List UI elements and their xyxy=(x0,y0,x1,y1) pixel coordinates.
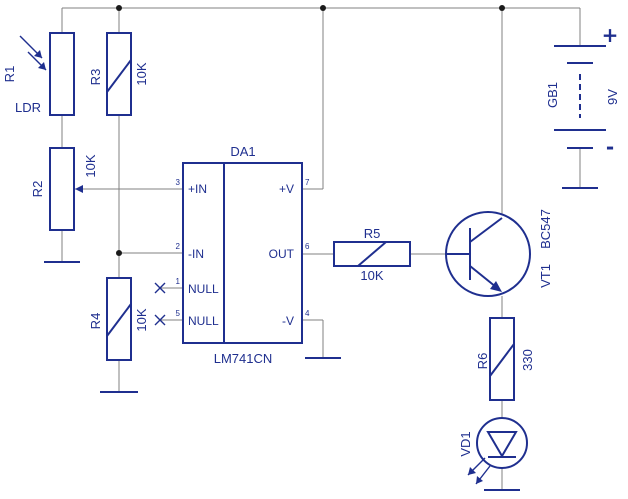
junction-dot xyxy=(116,250,122,256)
light-arrow-head-icon xyxy=(34,50,42,58)
opamp-ref-label: DA1 xyxy=(230,144,255,159)
resistor-r6: R6 330 xyxy=(475,317,535,401)
r3-value-label: 10K xyxy=(134,62,149,85)
led-vd1: VD1 xyxy=(458,417,528,491)
pin-number: 7 xyxy=(305,178,310,187)
r4-slash xyxy=(106,303,132,337)
transistor-part-label: BC547 xyxy=(538,209,553,249)
r1-body xyxy=(49,32,75,116)
pin-name-vminus: -V xyxy=(282,314,294,328)
junctions xyxy=(116,5,505,256)
wires xyxy=(61,7,581,490)
resistor-r4: R4 10K xyxy=(88,277,149,393)
r2-body xyxy=(49,147,75,231)
pin-number: 6 xyxy=(305,242,310,251)
opamp-da1: DA1 LM741CN 3 +IN 2 -IN 1 NULL 5 NULL 7 … xyxy=(176,144,310,366)
battery-minus-label: - xyxy=(606,135,614,159)
led-ref-label: VD1 xyxy=(458,431,473,456)
battery-value-label: 9V xyxy=(605,89,620,105)
r2-value-label: 10K xyxy=(83,154,98,177)
pin-number: 2 xyxy=(176,242,181,251)
r3-slash xyxy=(106,59,132,93)
pin-name-in-minus: -IN xyxy=(188,247,204,261)
light-arrow-head-icon xyxy=(38,62,46,70)
r2-ref-label: R2 xyxy=(30,181,45,198)
r1-value-label: LDR xyxy=(15,100,41,115)
wiper-arrow-icon xyxy=(75,185,83,193)
r4-value-label: 10K xyxy=(134,308,149,331)
pin-number: 3 xyxy=(176,178,181,187)
pin-number: 1 xyxy=(176,277,181,286)
emit-arrow-head-icon xyxy=(476,476,483,484)
emit-arrow-head-icon xyxy=(468,467,476,475)
no-connect-marks xyxy=(154,282,166,326)
resistor-r1-ldr: R1 LDR xyxy=(2,32,75,116)
junction-dot xyxy=(320,5,326,11)
r6-slash xyxy=(489,343,515,377)
pin-number: 5 xyxy=(176,309,181,318)
transistor-ref-label: VT1 xyxy=(538,264,553,288)
resistor-r3: R3 10K xyxy=(88,32,149,116)
pin-name-in-plus: +IN xyxy=(188,182,207,196)
no-connect-icon xyxy=(154,282,166,294)
transistor-emitter xyxy=(469,265,497,288)
pin-name-null5: NULL xyxy=(188,314,219,328)
opamp-part-label: LM741CN xyxy=(214,351,273,366)
junction-dot xyxy=(116,5,122,11)
junction-dot xyxy=(499,5,505,11)
r6-value-label: 330 xyxy=(520,349,535,371)
pin-number: 4 xyxy=(305,309,310,318)
r3-ref-label: R3 xyxy=(88,69,103,86)
r4-ref-label: R4 xyxy=(88,313,103,330)
transistor-collector xyxy=(469,217,503,243)
r6-body xyxy=(489,317,515,401)
battery-gb1: + - GB1 9V xyxy=(545,23,620,189)
r1-ref-label: R1 xyxy=(2,66,17,83)
r6-ref-label: R6 xyxy=(475,353,490,370)
no-connect-icon xyxy=(154,314,166,326)
battery-ref-label: GB1 xyxy=(545,82,560,108)
r5-body xyxy=(333,241,411,267)
r5-ref-label: R5 xyxy=(364,226,381,241)
transistor-vt1: BC547 VT1 xyxy=(445,209,553,297)
pin-name-vplus: +V xyxy=(279,182,294,196)
pin-name-null1: NULL xyxy=(188,282,219,296)
r5-value-label: 10K xyxy=(360,268,383,283)
potentiometer-r2: R2 10K xyxy=(30,147,98,263)
diode-triangle-icon xyxy=(486,431,518,458)
led-body xyxy=(476,417,528,469)
pin-name-out: OUT xyxy=(269,247,295,261)
opamp-body xyxy=(182,162,303,344)
r4-body xyxy=(106,277,132,361)
r3-body xyxy=(106,32,132,116)
r5-slash xyxy=(357,241,387,267)
emitter-arrow-icon xyxy=(490,281,502,292)
battery-plus-label: + xyxy=(602,23,619,47)
resistor-r5: R5 10K xyxy=(333,226,411,283)
